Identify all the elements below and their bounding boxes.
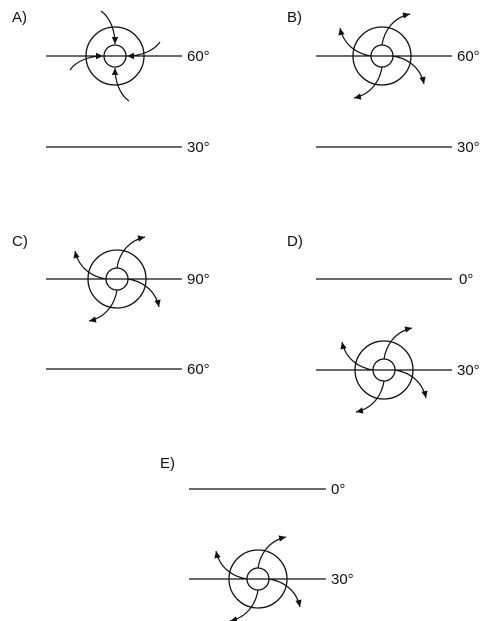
panel-b-storm-wind-arrowhead-4 (338, 28, 344, 36)
panel-a-label: A) (12, 9, 27, 26)
panel-c-storm-wind-arrowhead-2 (154, 300, 160, 308)
panel-c-storm-wind-arrowhead-3 (89, 316, 97, 322)
panel-c-line-2-label: 60° (187, 361, 210, 378)
panel-e-storm-wind-arrowhead-1 (279, 535, 287, 541)
panel-d-line-1-label: 0° (459, 271, 473, 288)
panel-c-storm-wind-arrowhead-1 (138, 235, 146, 241)
panel-d-storm-wind-arrowhead-3 (356, 407, 364, 413)
panel-e-line-2-label: 30° (331, 571, 354, 588)
panel-c-label: C) (12, 233, 28, 250)
panel-a-line-2-label: 30° (187, 139, 210, 156)
panel-b-line-2-label: 30° (457, 139, 480, 156)
panel-d-storm-wind-arrowhead-1 (405, 326, 413, 332)
panel-e-storm-wind-arrowhead-3 (230, 616, 238, 621)
panel-e-line-1-label: 0° (331, 481, 345, 498)
panel-d-line-2-label: 30° (457, 362, 480, 379)
panel-b: B) 60° 30° (287, 9, 480, 156)
panel-a-storm-wind-arrowhead-1 (112, 37, 118, 44)
panel-d-storm-wind-arrowhead-2 (421, 391, 427, 399)
panel-a-line-1-label: 60° (187, 48, 210, 65)
panel-e-storm-wind-arrowhead-2 (295, 600, 301, 608)
panel-c: C) 90° 60° (12, 233, 210, 378)
panel-a: A) 60° 30° (12, 9, 210, 156)
panel-b-label: B) (287, 9, 302, 26)
panel-e-label: E) (160, 455, 175, 472)
panel-a-storm-wind-arrowhead-3 (112, 68, 118, 75)
panel-b-storm-wind-arrowhead-1 (403, 12, 411, 18)
panel-d-storm-wind-arrowhead-4 (340, 342, 346, 350)
panel-d-label: D) (287, 233, 303, 250)
panel-e: E) 0° 30° (160, 455, 354, 621)
panel-a-storm-wind-arrowhead-4 (96, 53, 103, 59)
panel-c-storm-wind-arrowhead-4 (73, 251, 79, 259)
panel-b-storm-wind-arrowhead-3 (354, 93, 362, 99)
panel-e-storm-wind-arrowhead-4 (214, 551, 220, 559)
panel-d: D) 0° 30° (287, 233, 480, 414)
panel-b-line-1-label: 60° (457, 48, 480, 65)
panel-e-storm (214, 535, 301, 621)
panel-a-storm-wind-arrowhead-2 (127, 53, 134, 59)
panel-b-storm-wind-arrowhead-2 (419, 77, 425, 85)
panel-c-line-1-label: 90° (187, 271, 210, 288)
